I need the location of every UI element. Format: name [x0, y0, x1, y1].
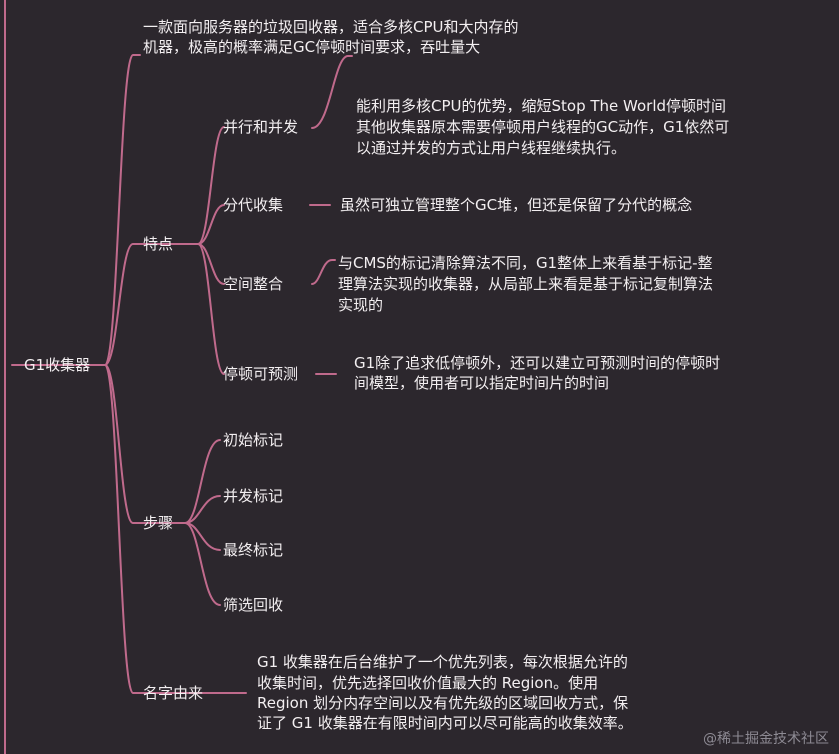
feature-desc-line: 以通过并发的方式让用户线程继续执行。	[356, 139, 627, 157]
feature-generational-label: 分代收集	[223, 196, 284, 214]
feature-desc-line: G1除了追求低停顿外，还可以建立可预测时间的停顿时	[354, 354, 721, 372]
name-origin-line: 收集时间，优先选择回收价值最大的 Region。使用	[257, 674, 599, 692]
feature-generational-desc: 虽然可独立管理整个GC堆，但还是保留了分代的概念	[340, 196, 693, 214]
connector-features-item3	[197, 243, 225, 285]
connector-item3-desc	[311, 259, 336, 285]
connector-features-item4	[197, 243, 225, 375]
root-node-label: G1收集器	[24, 356, 91, 374]
features-node-label: 特点	[143, 235, 174, 253]
step-filter-reclaim: 筛选回收	[223, 596, 284, 614]
connector-steps-item4	[184, 522, 221, 606]
steps-node-label: 步骤	[143, 514, 174, 532]
connector-root-steps	[104, 364, 141, 524]
feature-desc-line: 与CMS的标记清除算法不同，G1整体上来看基于标记-整	[338, 254, 713, 272]
step-initial-mark: 初始标记	[223, 431, 284, 449]
connector-root-name	[104, 364, 141, 694]
step-concurrent-mark: 并发标记	[223, 487, 284, 505]
feature-predictable-label: 停顿可预测	[223, 365, 299, 383]
feature-desc-line: 理算法实现的收集器，从局部上来看是基于标记复制算法	[338, 275, 714, 293]
connector-root-features	[104, 243, 141, 366]
connector-steps-item1	[184, 439, 221, 524]
name-origin-label: 名字由来	[143, 684, 204, 702]
feature-desc-line: 间模型，使用者可以指定时间片的时间	[354, 374, 610, 392]
intro-line: 一款面向服务器的垃圾回收器，适合多核CPU和大内存的	[143, 18, 519, 36]
connector-steps-item2	[184, 495, 221, 524]
feature-desc-line: 其他收集器原本需要停顿用户线程的GC动作，G1依然可	[356, 118, 730, 136]
connector-features-item1	[197, 126, 225, 245]
connector-features-item2	[197, 204, 225, 245]
name-origin-line: G1 收集器在后台维护了一个优先列表，每次根据允许的	[257, 653, 628, 671]
intro-line: 机器，极高的概率满足GC停顿时间要求，吞吐量大	[143, 38, 481, 56]
connector-item1-desc	[311, 55, 353, 129]
name-origin-line: Region 划分内存空间以及有优先级的区域回收方式，保	[257, 694, 629, 712]
watermark-text: @稀土掘金技术社区	[703, 731, 829, 747]
feature-parallel-label: 并行和并发	[223, 118, 299, 136]
connector-root-intro	[104, 54, 141, 366]
feature-desc-line: 实现的	[338, 296, 384, 314]
step-final-mark: 最终标记	[223, 541, 284, 559]
feature-desc-line: 能利用多核CPU的优势，缩短Stop The World停顿时间	[356, 97, 727, 115]
feature-compaction-label: 空间整合	[223, 275, 284, 293]
name-origin-line: 证了 G1 收集器在有限时间内可以尽可能高的收集效率。	[257, 714, 633, 732]
